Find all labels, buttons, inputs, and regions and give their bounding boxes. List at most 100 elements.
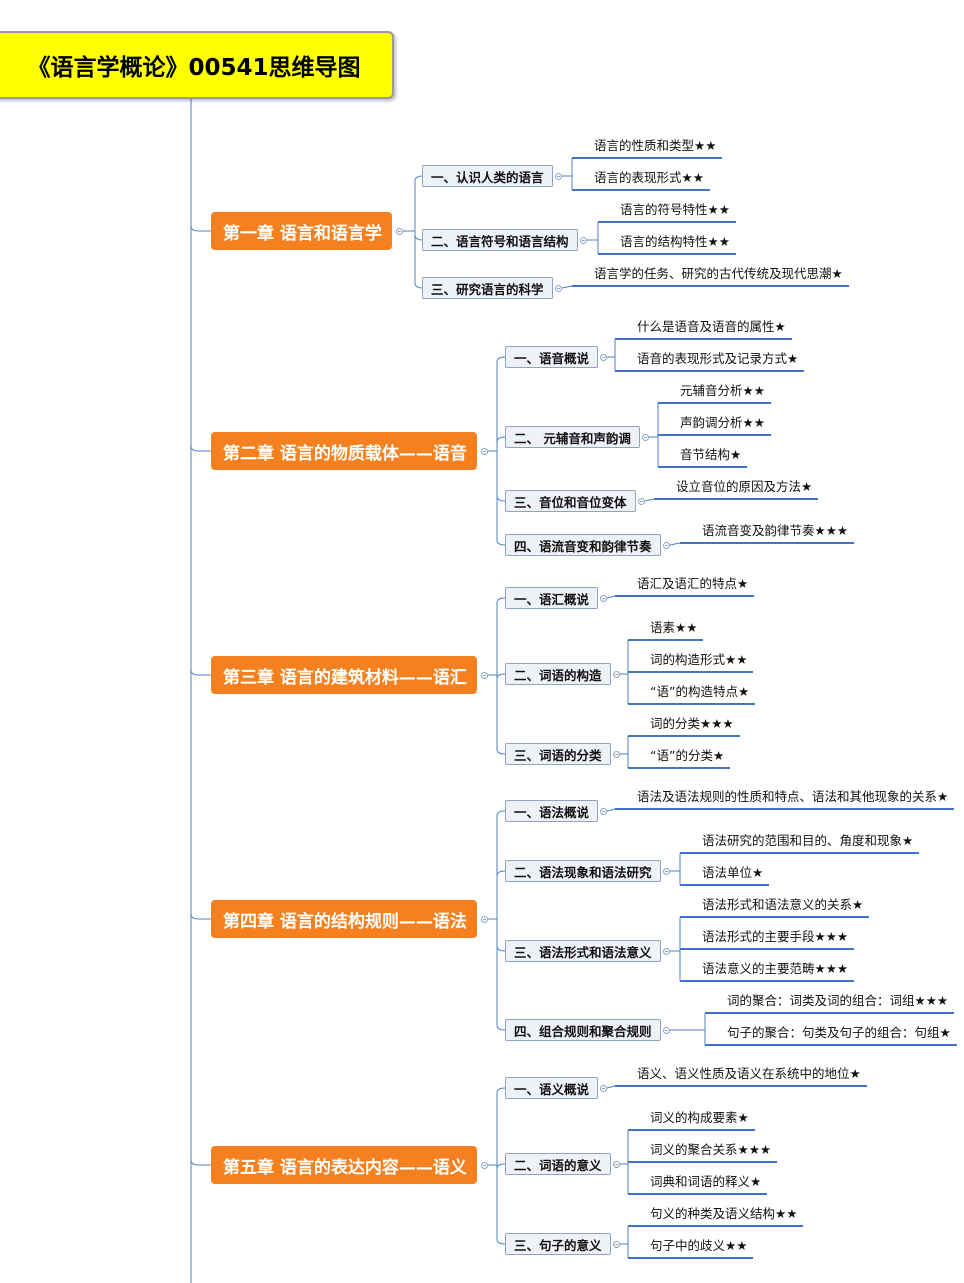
section-to-leaf-line <box>606 808 616 812</box>
leaf-topic[interactable]: 语义、语义性质及语义在系统中的地位★ <box>637 1066 861 1081</box>
chapter-3-node[interactable]: 第三章 语言的建筑材料——语汇 <box>211 656 477 694</box>
collapse-toggle-icon[interactable] <box>613 671 620 678</box>
section-node[interactable]: 二、语法现象和语法研究 <box>505 860 661 882</box>
chapter-5-node[interactable]: 第五章 语言的表达内容——语义 <box>211 1146 477 1184</box>
section-node[interactable]: 一、认识人类的语言 <box>422 165 553 187</box>
section-node[interactable]: 三、音位和音位变体 <box>505 490 636 512</box>
leaf-topic[interactable]: 语法及语法规则的性质和特点、语法和其他现象的关系★ <box>637 789 948 804</box>
leaf-topic[interactable]: 语法研究的范围和目的、角度和现象★ <box>702 833 913 848</box>
chapter-connector <box>190 219 211 232</box>
collapse-toggle-icon[interactable] <box>481 1162 488 1169</box>
collapse-toggle-icon[interactable] <box>555 173 562 180</box>
leaf-topic[interactable]: “语”的构造特点★ <box>650 684 749 699</box>
chapter-4-node[interactable]: 第四章 语言的结构规则——语法 <box>211 900 477 938</box>
leaf-topic[interactable]: 语音的表现形式及记录方式★ <box>637 351 798 366</box>
section-connector <box>496 1024 506 1031</box>
collapse-toggle-icon[interactable] <box>481 448 488 455</box>
section-node[interactable]: 三、研究语言的科学 <box>422 277 553 299</box>
collapse-toggle-icon[interactable] <box>642 434 649 441</box>
section-node[interactable]: 一、语法概说 <box>505 800 599 822</box>
leaf-topic[interactable]: 语法意义的主要范畴★★★ <box>702 961 848 976</box>
section-node[interactable]: 四、组合规则和聚合规则 <box>505 1019 661 1041</box>
leaf-topic[interactable]: 词的构造形式★★ <box>650 652 747 667</box>
section-to-leaf-line <box>669 542 681 546</box>
chapter-connector <box>190 1153 211 1166</box>
collapse-toggle-icon[interactable] <box>663 1027 670 1034</box>
section-connector <box>496 748 506 755</box>
root-title: 《语言学概论》00541思维导图 <box>27 55 361 81</box>
leaf-topic[interactable]: 语言的表现形式★★ <box>594 170 704 185</box>
section-connector <box>496 945 506 952</box>
leaf-topic[interactable]: 句子的聚合：句类及句子的组合：句组★ <box>727 1025 951 1040</box>
chapter-connector <box>190 439 211 452</box>
collapse-toggle-icon[interactable] <box>600 1085 607 1092</box>
chapter-connector <box>190 907 211 920</box>
leaf-topic[interactable]: 语素★★ <box>650 620 697 635</box>
section-connector <box>496 597 506 604</box>
collapse-toggle-icon[interactable] <box>481 672 488 679</box>
section-node[interactable]: 一、语音概说 <box>505 346 599 368</box>
leaf-topic[interactable]: 语言的结构特性★★ <box>620 234 730 249</box>
collapse-toggle-icon[interactable] <box>638 498 645 505</box>
section-node[interactable]: 一、语汇概说 <box>505 587 599 609</box>
leaf-topic[interactable]: 设立音位的原因及方法★ <box>676 479 812 494</box>
leaf-topic[interactable]: 词义的构成要素★ <box>650 1110 749 1125</box>
collapse-toggle-icon[interactable] <box>600 595 607 602</box>
section-connector <box>496 539 506 546</box>
section-to-leaf-line <box>606 1085 616 1089</box>
chapter-1-node[interactable]: 第一章 语言和语言学 <box>211 212 392 250</box>
chapter-2-node[interactable]: 第二章 语言的物质载体——语音 <box>211 432 477 470</box>
section-node[interactable]: 二、语言符号和语言结构 <box>422 229 578 251</box>
leaf-topic[interactable]: 音节结构★ <box>680 447 741 462</box>
leaf-topic[interactable]: 什么是语音及语音的属性★ <box>637 319 786 334</box>
leaf-topic[interactable]: 元辅音分析★★ <box>680 383 765 398</box>
leaf-topic[interactable]: 词的分类★★★ <box>650 716 734 731</box>
section-node[interactable]: 三、句子的意义 <box>505 1233 611 1255</box>
leaf-topic[interactable]: 词典和词语的释义★ <box>650 1174 761 1189</box>
chapter-connector <box>190 663 211 676</box>
collapse-toggle-icon[interactable] <box>663 948 670 955</box>
leaf-topic[interactable]: 句义的种类及语义结构★★ <box>650 1206 797 1221</box>
section-node[interactable]: 三、语法形式和语法意义 <box>505 940 661 962</box>
leaf-topic[interactable]: 语言的性质和类型★★ <box>594 138 716 153</box>
collapse-toggle-icon[interactable] <box>600 808 607 815</box>
leaf-topic[interactable]: 语言的符号特性★★ <box>620 202 730 217</box>
collapse-toggle-icon[interactable] <box>663 868 670 875</box>
root-topic[interactable]: 《语言学概论》00541思维导图 <box>0 31 394 99</box>
collapse-toggle-icon[interactable] <box>580 237 587 244</box>
collapse-toggle-icon[interactable] <box>396 228 403 235</box>
section-node[interactable]: 四、语流音变和韵律节奏 <box>505 534 661 556</box>
section-node[interactable]: 二、 元辅音和声韵调 <box>505 426 640 448</box>
leaf-topic[interactable]: “语”的分类★ <box>650 748 724 763</box>
collapse-toggle-icon[interactable] <box>600 354 607 361</box>
collapse-toggle-icon[interactable] <box>613 751 620 758</box>
section-connector <box>496 870 506 877</box>
section-connector <box>496 673 506 680</box>
section-node[interactable]: 三、词语的分类 <box>505 743 611 765</box>
section-node[interactable]: 二、词语的构造 <box>505 663 611 685</box>
leaf-topic[interactable]: 句子中的歧义★★ <box>650 1238 747 1253</box>
leaf-topic[interactable]: 语法单位★ <box>702 865 763 880</box>
section-connector <box>496 1238 506 1245</box>
leaf-topic[interactable]: 语汇及语汇的特点★ <box>637 576 748 591</box>
collapse-toggle-icon[interactable] <box>613 1161 620 1168</box>
leaf-topic[interactable]: 语言学的任务、研究的古代传统及现代思潮★ <box>594 266 843 281</box>
section-connector <box>496 436 506 443</box>
leaf-topic[interactable]: 词的聚合：词类及词的组合：词组★★★ <box>727 993 948 1008</box>
collapse-toggle-icon[interactable] <box>663 542 670 549</box>
section-to-leaf-line <box>644 498 655 502</box>
section-node[interactable]: 一、语义概说 <box>505 1077 599 1099</box>
collapse-toggle-icon[interactable] <box>613 1241 620 1248</box>
collapse-toggle-icon[interactable] <box>481 916 488 923</box>
section-to-leaf-line <box>606 595 616 599</box>
leaf-topic[interactable]: 语流音变及韵律节奏★★★ <box>702 523 848 538</box>
leaf-topic[interactable]: 声韵调分析★★ <box>680 415 765 430</box>
leaf-topic[interactable]: 语法形式和语法意义的关系★ <box>702 897 863 912</box>
leaf-topic[interactable]: 语法形式的主要手段★★★ <box>702 929 848 944</box>
section-connector <box>496 1163 506 1170</box>
leaf-topic[interactable]: 词义的聚合关系★★★ <box>650 1142 771 1157</box>
section-node[interactable]: 二、词语的意义 <box>505 1153 611 1175</box>
section-connector <box>496 810 506 817</box>
collapse-toggle-icon[interactable] <box>555 285 562 292</box>
